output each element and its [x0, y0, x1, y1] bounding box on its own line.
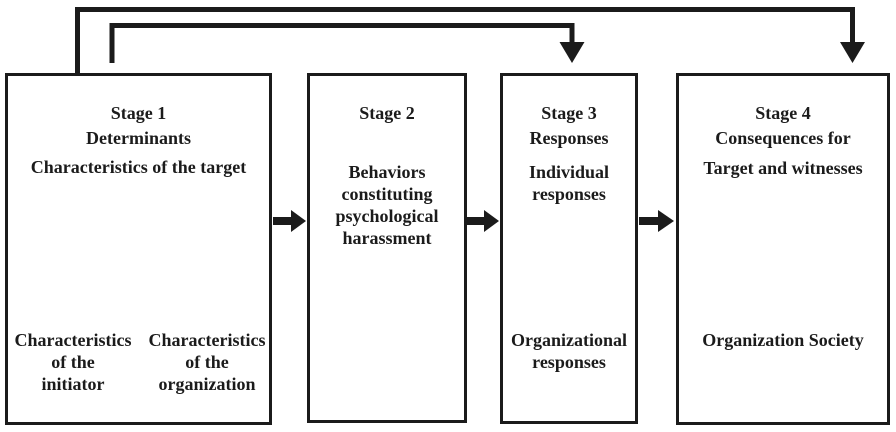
stage1-to-stage4-connector-line [75, 7, 855, 74]
stage1-organization-label: Characteristics of the organization [148, 330, 266, 394]
stage3-title: Stage 3 Responses [529, 103, 609, 148]
stage1-box: Stage 1 Determinants Characteristics of … [5, 73, 272, 425]
stage2-to-stage3-flow-arrow-icon [467, 210, 499, 232]
stage1-title: Stage 1 Determinants [86, 103, 191, 148]
stage3-to-stage4-flow-arrow-icon [639, 210, 674, 232]
stage4-organization-society-label: Organization Society [702, 330, 864, 350]
stage4-down-arrowhead-icon [840, 42, 865, 63]
stage1-to-stage3-connector-line [109, 23, 575, 63]
stage2-body: Behaviors constituting psychological har… [335, 162, 439, 248]
stage4-title: Stage 4 Consequences for [715, 103, 851, 148]
stage2-box: Stage 2 Behaviors constituting psycholog… [307, 73, 467, 423]
stage3-box: Stage 3 Responses Individual responses O… [500, 73, 638, 424]
stage1-subtitle: Characteristics of the target [30, 157, 247, 177]
stage4-box: Stage 4 Consequences for Target and witn… [676, 73, 890, 425]
stage1-to-stage2-flow-arrow-icon [273, 210, 306, 232]
stage2-title: Stage 2 [359, 103, 415, 123]
stage1-initiator-label: Characteristics of the initiator [14, 330, 132, 394]
stage3-organizational-label: Organizational responses [511, 330, 627, 372]
stage3-down-arrowhead-icon [559, 42, 585, 63]
stage3-individual-label: Individual responses [528, 162, 610, 204]
stage4-subtitle: Target and witnesses [703, 158, 863, 178]
